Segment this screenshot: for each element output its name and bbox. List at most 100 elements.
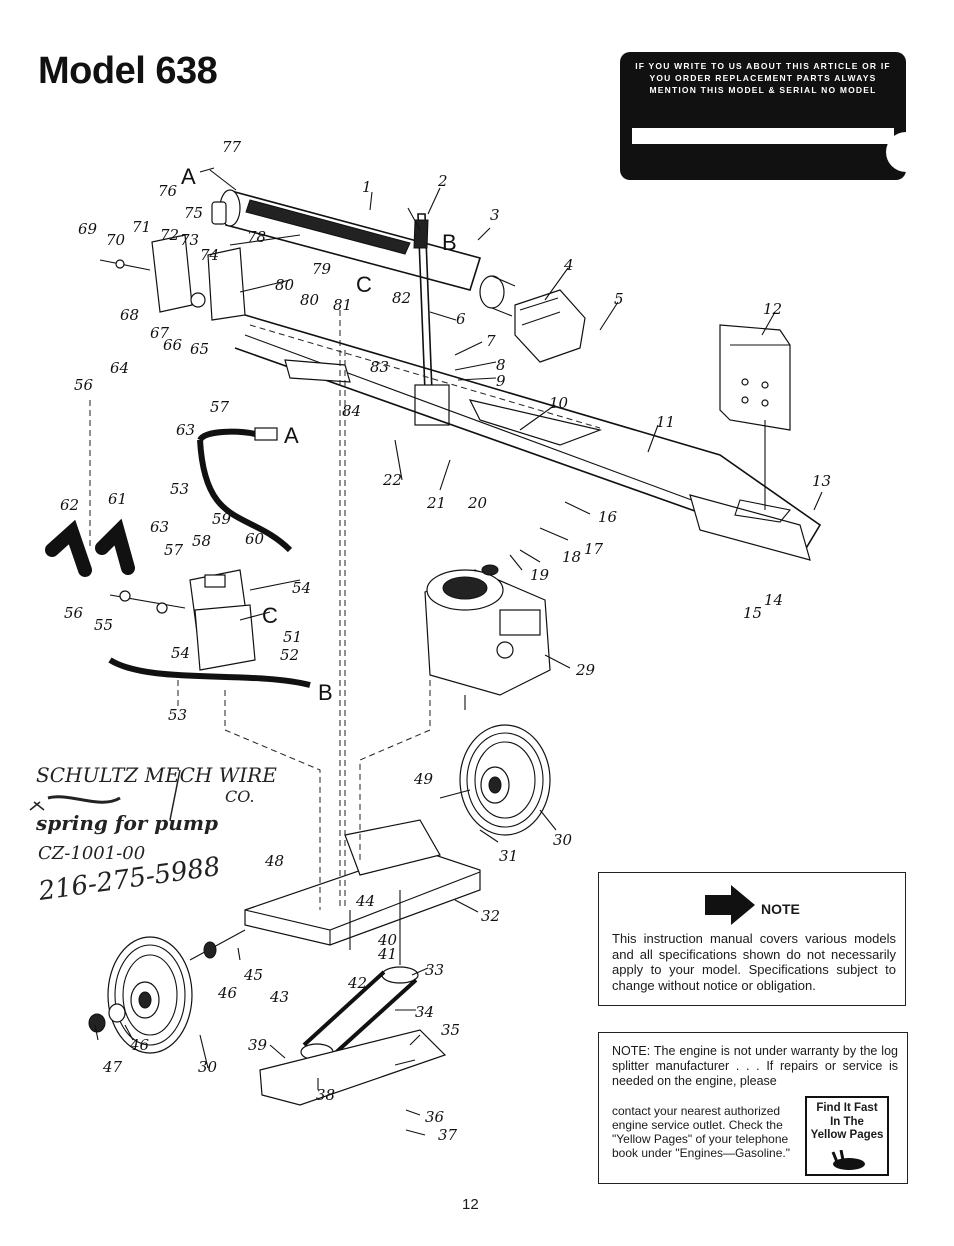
- svg-text:51: 51: [283, 628, 302, 646]
- svg-text:2: 2: [437, 172, 448, 190]
- svg-text:40: 40: [377, 931, 398, 949]
- wedge-drawing: [719, 324, 791, 510]
- svg-text:29: 29: [575, 661, 596, 679]
- note-body: This instruction manual covers various m…: [612, 931, 896, 993]
- svg-text:30: 30: [198, 1058, 218, 1076]
- svg-text:22: 22: [382, 471, 402, 489]
- note-box: NOTE This instruction manual covers vari…: [598, 872, 906, 1006]
- svg-text:46: 46: [129, 1036, 150, 1054]
- svg-text:69: 69: [78, 220, 98, 238]
- svg-text:68: 68: [120, 306, 139, 324]
- svg-text:84: 84: [342, 402, 361, 420]
- svg-text:78: 78: [247, 228, 266, 246]
- svg-text:9: 9: [496, 372, 506, 390]
- svg-text:32: 32: [481, 907, 500, 925]
- belt-drive-drawing: [259, 890, 447, 1106]
- svg-text:55: 55: [94, 616, 113, 634]
- part-number-labels: 77 76 75 69 70 71 72 73 74 78 79 80 80 8…: [60, 138, 831, 1144]
- page-title: Model 638: [38, 50, 218, 92]
- svg-text:18: 18: [562, 548, 581, 566]
- hand-line3: spring for pump: [35, 811, 218, 835]
- svg-text:58: 58: [192, 532, 211, 550]
- svg-text:4: 4: [563, 256, 574, 274]
- svg-text:B: B: [318, 680, 333, 705]
- svg-text:77: 77: [222, 138, 242, 156]
- arrow-right-icon: [705, 885, 755, 925]
- svg-text:63: 63: [150, 518, 169, 536]
- wheel-right-drawing: [439, 724, 551, 836]
- yellow-pages-text: Find It Fast In The Yellow Pages: [807, 1102, 887, 1143]
- svg-text:C: C: [356, 272, 372, 297]
- leader-lines: [94, 187, 823, 1136]
- tube-drawing: [45, 518, 135, 577]
- svg-text:10: 10: [549, 394, 569, 412]
- yellow-pages-line3: Yellow Pages: [810, 1129, 884, 1141]
- svg-text:6: 6: [456, 310, 466, 328]
- svg-text:30: 30: [553, 831, 573, 849]
- yellow-pages-line1: Find It Fast: [816, 1102, 878, 1114]
- svg-text:81: 81: [333, 296, 352, 314]
- svg-text:61: 61: [108, 490, 127, 508]
- pump-drawing: [109, 569, 301, 671]
- svg-text:75: 75: [184, 204, 203, 222]
- svg-text:36: 36: [425, 1108, 445, 1126]
- yellow-pages-badge: Find It Fast In The Yellow Pages: [805, 1096, 889, 1176]
- svg-text:79: 79: [312, 260, 332, 278]
- svg-text:A: A: [284, 423, 299, 448]
- svg-text:7: 7: [486, 332, 496, 350]
- svg-text:63: 63: [176, 421, 195, 439]
- svg-text:54: 54: [292, 579, 311, 597]
- svg-text:41: 41: [377, 945, 397, 963]
- hand-line4: CZ-1001-00: [38, 843, 145, 864]
- engine-drawing: [424, 564, 551, 710]
- svg-text:54: 54: [171, 644, 190, 662]
- exploded-parts-diagram: 77 76 75 69 70 71 72 73 74 78 79 80 80 8…: [29, 138, 831, 1144]
- mounting-plate-drawing: [99, 234, 351, 383]
- svg-text:80: 80: [300, 291, 320, 309]
- svg-text:59: 59: [212, 510, 232, 528]
- engine-warranty-box: NOTE: The engine is not under warranty b…: [598, 1032, 908, 1184]
- svg-text:33: 33: [425, 961, 444, 979]
- cylinder-drawing: [199, 167, 516, 317]
- svg-text:80: 80: [275, 276, 295, 294]
- svg-text:20: 20: [467, 494, 488, 512]
- yellow-pages-line2: In The: [830, 1115, 864, 1128]
- svg-text:76: 76: [158, 182, 178, 200]
- svg-text:48: 48: [264, 852, 284, 870]
- svg-text:35: 35: [441, 1021, 460, 1039]
- walking-fingers-icon: [831, 1150, 865, 1170]
- svg-text:49: 49: [413, 770, 434, 788]
- svg-text:C: C: [262, 603, 278, 628]
- svg-text:19: 19: [530, 566, 550, 584]
- page-number: 12: [462, 1196, 479, 1213]
- svg-text:65: 65: [190, 340, 209, 358]
- svg-text:42: 42: [347, 974, 367, 992]
- model-serial-notice: IF YOU WRITE TO US ABOUT THIS ARTICLE OR…: [635, 61, 891, 95]
- svg-text:72: 72: [160, 226, 179, 244]
- engine-note-top: NOTE: The engine is not under warranty b…: [612, 1044, 898, 1088]
- svg-text:57: 57: [210, 398, 230, 416]
- svg-text:47: 47: [102, 1058, 123, 1076]
- svg-text:44: 44: [355, 892, 375, 910]
- svg-text:73: 73: [180, 231, 199, 249]
- svg-text:56: 56: [64, 604, 84, 622]
- handwritten-notes: SCHULTZ MECH WIRE CO. spring for pump CZ…: [29, 763, 277, 907]
- svg-text:52: 52: [280, 646, 299, 664]
- svg-text:3: 3: [490, 206, 500, 224]
- svg-text:11: 11: [656, 413, 675, 431]
- beam-drawing: [234, 314, 822, 561]
- cradle-drawing: [514, 289, 586, 363]
- hand-line2: CO.: [225, 787, 255, 806]
- svg-text:53: 53: [168, 706, 187, 724]
- svg-text:21: 21: [426, 494, 446, 512]
- engine-note-bottom: contact your nearest authorized engine s…: [612, 1104, 790, 1160]
- svg-text:15: 15: [743, 604, 762, 622]
- svg-text:38: 38: [316, 1086, 335, 1104]
- hose-drawing: [108, 427, 311, 688]
- hand-line1: SCHULTZ MECH WIRE: [36, 763, 277, 787]
- model-serial-box: IF YOU WRITE TO US ABOUT THIS ARTICLE OR…: [620, 52, 926, 180]
- svg-text:43: 43: [269, 988, 289, 1006]
- svg-text:17: 17: [584, 540, 604, 558]
- svg-text:31: 31: [499, 847, 518, 865]
- svg-text:16: 16: [598, 508, 618, 526]
